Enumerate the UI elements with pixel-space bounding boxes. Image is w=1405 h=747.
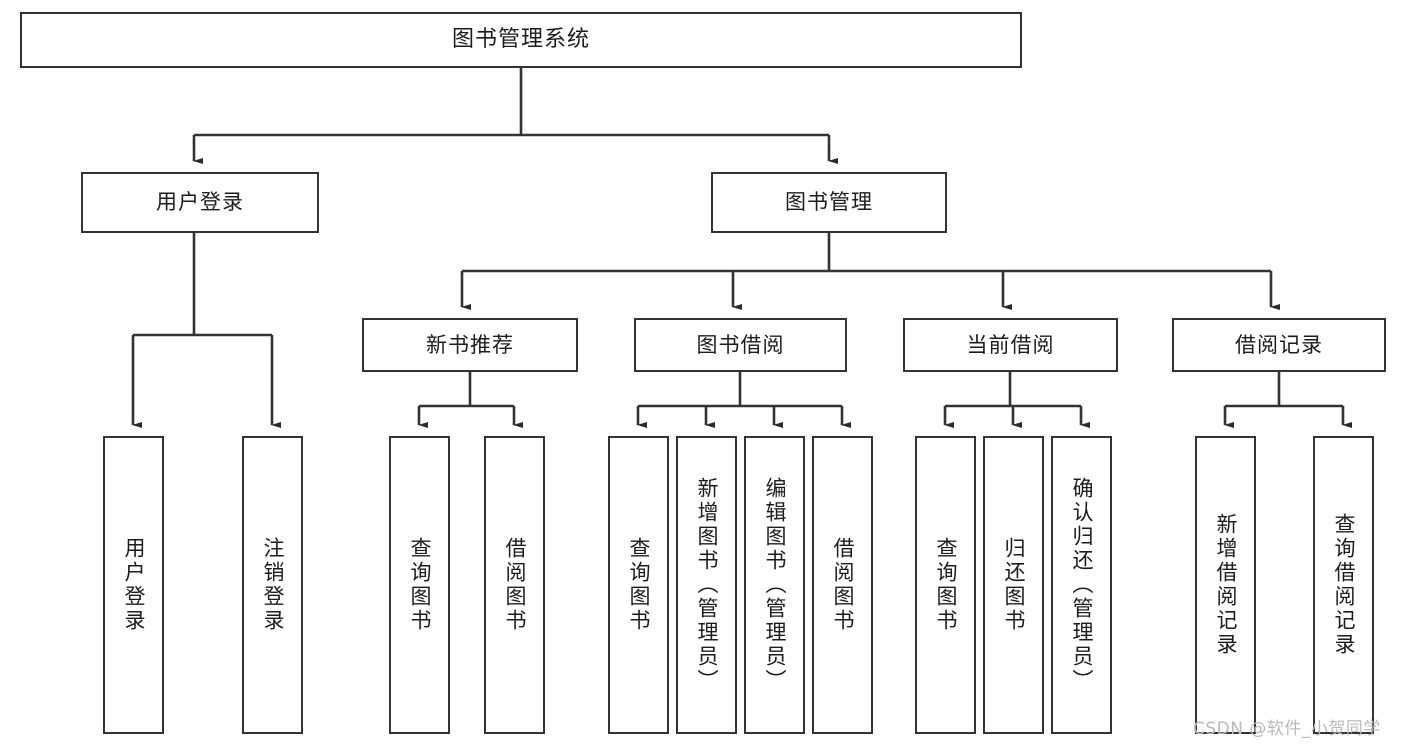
node-user-login[interactable]: 用户登录 (81, 172, 319, 233)
node-leaf-add-book-admin[interactable]: 新增图书（管理员） (676, 436, 737, 734)
node-current-borrow[interactable]: 当前借阅 (903, 318, 1118, 372)
node-leaf-add-borrow-record[interactable]: 新增借阅记录 (1195, 436, 1256, 734)
node-book-borrow[interactable]: 图书借阅 (634, 318, 847, 372)
node-current-borrow-label: 当前借阅 (966, 332, 1055, 357)
node-leaf-query-book-2-label: 查询图书 (627, 537, 651, 633)
node-book-manage[interactable]: 图书管理 (711, 172, 947, 233)
node-leaf-add-borrow-record-label: 新增借阅记录 (1214, 513, 1238, 657)
node-leaf-query-book-1[interactable]: 查询图书 (389, 436, 450, 734)
node-leaf-edit-book-admin-label: 编辑图书（管理员） (763, 477, 787, 693)
node-book-borrow-label: 图书借阅 (696, 332, 785, 357)
csdn-watermark: CSDN @软件_小贺同学 (1193, 719, 1381, 739)
node-leaf-query-borrow-record-label: 查询借阅记录 (1332, 513, 1356, 657)
node-leaf-edit-book-admin[interactable]: 编辑图书（管理员） (744, 436, 805, 734)
node-leaf-add-book-admin-label: 新增图书（管理员） (695, 477, 719, 693)
node-leaf-confirm-return-admin-label: 确认归还（管理员） (1070, 477, 1094, 693)
node-leaf-borrow-book-1[interactable]: 借阅图书 (484, 436, 545, 734)
node-leaf-query-borrow-record[interactable]: 查询借阅记录 (1313, 436, 1374, 734)
node-leaf-confirm-return-admin[interactable]: 确认归还（管理员） (1051, 436, 1112, 734)
node-leaf-logout-label: 注销登录 (261, 537, 285, 633)
node-leaf-logout[interactable]: 注销登录 (242, 436, 303, 734)
node-leaf-return-book-label: 归还图书 (1002, 537, 1026, 633)
node-leaf-query-book-3-label: 查询图书 (934, 537, 958, 633)
node-leaf-query-book-2[interactable]: 查询图书 (608, 436, 669, 734)
node-user-login-label: 用户登录 (156, 190, 244, 215)
node-new-book-recommend[interactable]: 新书推荐 (362, 318, 578, 372)
node-root[interactable]: 图书管理系统 (20, 12, 1022, 68)
node-leaf-borrow-book-2[interactable]: 借阅图书 (812, 436, 873, 734)
node-leaf-user-login[interactable]: 用户登录 (103, 436, 164, 734)
node-leaf-borrow-book-2-label: 借阅图书 (831, 537, 855, 633)
node-borrow-record[interactable]: 借阅记录 (1172, 318, 1386, 372)
node-borrow-record-label: 借阅记录 (1235, 332, 1323, 357)
node-leaf-borrow-book-1-label: 借阅图书 (503, 537, 527, 633)
node-leaf-query-book-1-label: 查询图书 (408, 537, 432, 633)
node-leaf-user-login-label: 用户登录 (122, 537, 146, 633)
node-new-book-recommend-label: 新书推荐 (426, 332, 514, 357)
node-root-label: 图书管理系统 (451, 27, 590, 53)
node-leaf-return-book[interactable]: 归还图书 (983, 436, 1044, 734)
node-book-manage-label: 图书管理 (785, 190, 873, 215)
node-leaf-query-book-3[interactable]: 查询图书 (915, 436, 976, 734)
